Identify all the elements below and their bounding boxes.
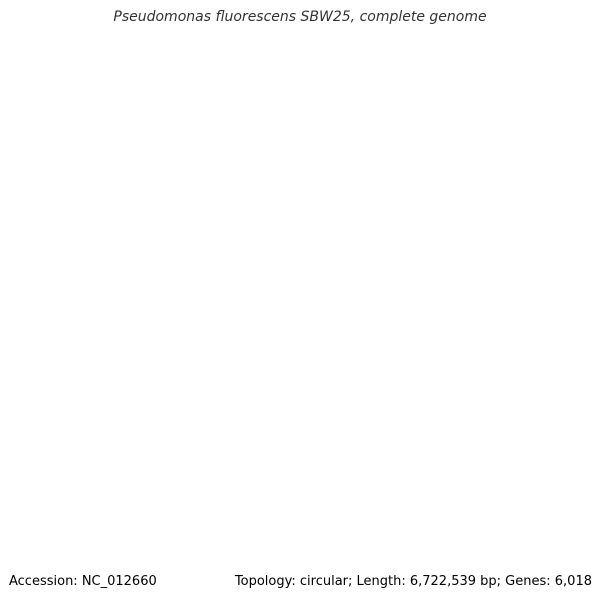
map-title: Pseudomonas fluorescens SBW25, complete …: [113, 9, 487, 25]
genome-summary-text: Topology: circular; Length: 6,722,539 bp…: [234, 574, 592, 589]
accession-text: Accession: NC_012660: [9, 574, 157, 589]
